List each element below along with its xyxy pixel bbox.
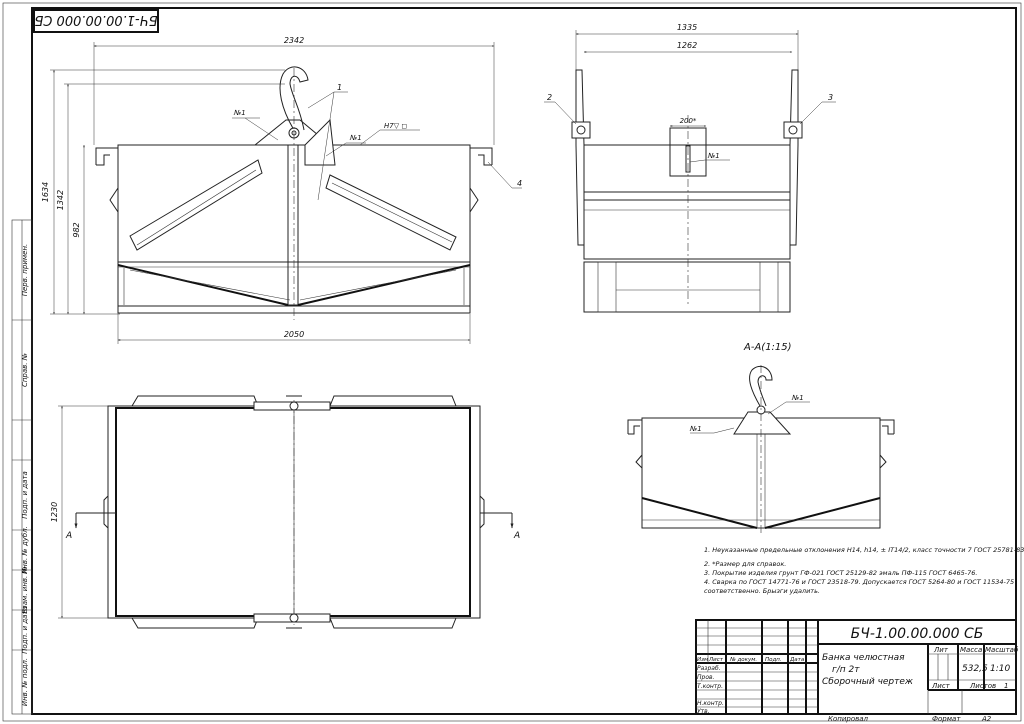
strip-ref-no: Справ. № — [21, 353, 29, 387]
sheets-value: 1 — [1004, 682, 1008, 690]
dim-top-width: 2342 — [284, 36, 304, 45]
side-dim-inner-width: 1262 — [677, 41, 697, 50]
sheets-label: Листов — [969, 682, 996, 690]
side-dim-top-width: 1335 — [677, 23, 697, 32]
section-a-a: А-А(1:15) №1 №1 — [627, 342, 895, 535]
callout-item-4: 4 — [517, 179, 522, 188]
rotated-code-box: БЧ-1.00.00.000 СБ — [33, 9, 159, 33]
dim-overall-height: 1634 — [41, 182, 50, 202]
mass-value: 532,5 — [962, 664, 988, 674]
side-callout-weld: №1 — [707, 152, 720, 160]
stamp-col-date: Дата — [789, 657, 805, 663]
stamp-row-approved: Утв. — [697, 708, 710, 715]
stamp-row-developed: Разраб. — [697, 665, 721, 672]
note-4-cont: соответственно. Брызги удалить. — [704, 587, 820, 595]
side-dim-slot: 200* — [680, 117, 697, 125]
section-mark-right: А — [513, 531, 520, 541]
side-view: 1335 1262 200* №1 2 3 — [544, 23, 836, 313]
section-mark-left: А — [65, 531, 72, 541]
strip-sign-date-1: Подп. и дата — [21, 471, 29, 519]
strip-orig-inv: Инв. № подл. — [21, 658, 29, 706]
note-1: 1. Неуказанные предельные отклонения Н14… — [704, 546, 1024, 554]
section-callout-weld-2: №1 — [689, 425, 702, 433]
sheet-label: Лист — [931, 682, 951, 690]
title-block: Изм Лист № докум. Подп. Дата Разраб. Про… — [695, 619, 1019, 723]
title-line-1: Банка челюстная — [822, 653, 905, 663]
callout-item-3: 3 — [828, 93, 833, 102]
stamp-col-sheet: Лист — [708, 657, 724, 663]
format-value: А2 — [981, 715, 992, 723]
note-3: 3. Покрытие изделия грунт ГФ-021 ГОСТ 25… — [704, 569, 977, 577]
strip-repl-inv: Взам. инв. № — [21, 566, 29, 614]
dim-bottom-width: 2050 — [284, 330, 304, 339]
strip-sign-date-2: Подп. и дата — [21, 606, 29, 654]
callout-tolerance: Н7▽ ◻ — [384, 122, 407, 130]
stamp-row-tcontrol: Т.контр. — [697, 683, 723, 690]
stamp-col-change: Изм — [697, 657, 708, 663]
strip-first-use: Перв. примен. — [21, 244, 29, 297]
drawing-code: БЧ-1.00.00.000 СБ — [851, 626, 984, 642]
section-label: А-А(1:15) — [743, 342, 792, 353]
front-view: 2342 1634 1342 982 — [41, 36, 522, 344]
title-line-3: Сборочный чертеж — [822, 677, 914, 687]
stamp-col-doc: № докум. — [729, 657, 757, 663]
strip-dup-inv: Инв. № дубл. — [21, 526, 29, 574]
dim-height-2: 1342 — [56, 190, 65, 210]
rotated-drawing-code: БЧ-1.00.00.000 СБ — [34, 12, 157, 27]
stamp-row-ncontrol: Н.контр. — [697, 700, 724, 707]
lit-label: Лит — [933, 646, 949, 654]
callout-item-1: 1 — [337, 83, 342, 92]
scale-value: 1:10 — [990, 664, 1010, 674]
callout-weld-1: №1 — [233, 109, 246, 117]
section-callout-weld-1: №1 — [791, 394, 804, 402]
copied-label: Копировал — [828, 715, 869, 723]
note-2: 2. *Размер для справок. — [704, 560, 786, 568]
side-strip: Перв. примен. Справ. № Подп. и дата Инв.… — [11, 219, 33, 715]
mass-label: Масса — [960, 646, 982, 654]
title-line-2: г/п 2т — [832, 665, 860, 675]
format-label: Формат — [932, 715, 961, 723]
scale-label: Масштаб — [985, 646, 1019, 654]
stamp-col-sign: Подп. — [765, 657, 782, 663]
note-4: 4. Сварка по ГОСТ 14771-76 и ГОСТ 23518-… — [704, 578, 1014, 586]
technical-notes: 1. Неуказанные предельные отклонения Н14… — [704, 546, 1024, 595]
callout-weld-2: №1 — [349, 134, 362, 142]
dim-height-3: 982 — [72, 222, 81, 237]
plan-view: 1230 А А — [50, 395, 520, 629]
stamp-row-checked: Пров. — [697, 674, 715, 681]
plan-dim-height: 1230 — [50, 502, 59, 522]
callout-item-2: 2 — [547, 93, 552, 102]
